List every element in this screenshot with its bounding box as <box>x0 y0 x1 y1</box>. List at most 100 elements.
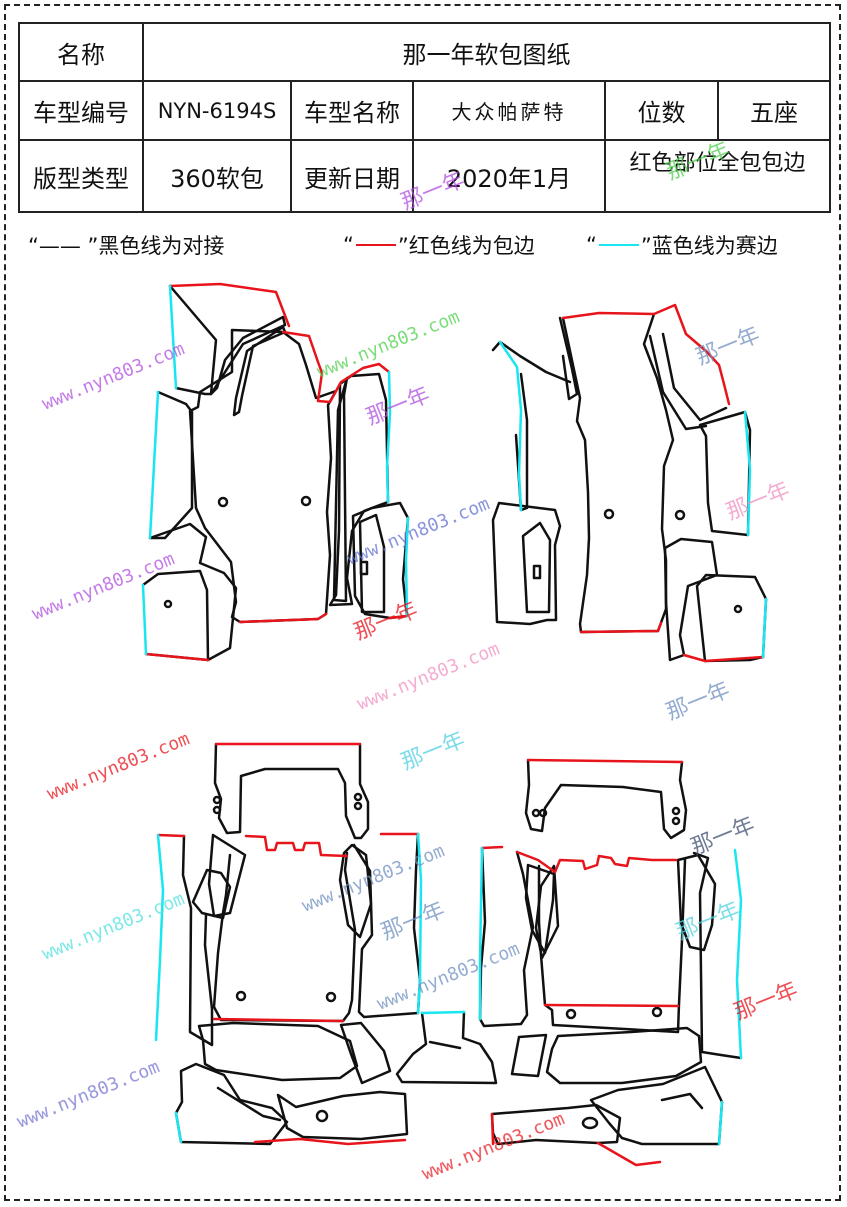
pattern-piece <box>524 758 688 840</box>
cyan-edge <box>148 390 160 540</box>
red-edge <box>490 1112 495 1146</box>
pattern-piece <box>491 340 572 384</box>
cyan-edge <box>141 583 148 656</box>
cyan-edge <box>733 848 743 1060</box>
watermark-site: www.nyn803.com <box>44 728 193 804</box>
red-edge <box>543 1003 680 1008</box>
watermark-site: www.nyn803.com <box>39 338 188 414</box>
drawing-sheet-border <box>4 4 841 1201</box>
pattern-piece <box>537 858 687 1034</box>
hole <box>603 508 615 520</box>
hole <box>651 1006 663 1018</box>
hole <box>565 1008 577 1020</box>
legend-cyan: “”蓝色线为赛边 <box>586 233 778 258</box>
pattern-piece <box>141 569 210 662</box>
pattern-piece <box>558 316 579 401</box>
red-edge <box>596 1141 662 1167</box>
pattern-piece <box>692 851 743 1060</box>
watermark-brand: 那一年 <box>731 978 802 1026</box>
pattern-piece <box>148 522 238 662</box>
date-label: 更新日期 <box>290 139 414 213</box>
watermark-brand: 那一年 <box>398 728 469 776</box>
pattern-piece <box>648 334 708 431</box>
pattern-piece <box>339 1021 392 1085</box>
red-edge <box>526 758 684 764</box>
cyan-line-swatch <box>598 244 639 246</box>
cyan-edge <box>154 833 165 1042</box>
red-edge <box>281 330 391 404</box>
pattern-piece <box>490 1103 622 1146</box>
watermark-site: www.nyn803.com <box>344 493 493 569</box>
legend-black: “—— ”黑色线为对接 <box>28 234 225 258</box>
hole <box>581 1116 599 1130</box>
hole <box>538 808 548 818</box>
pattern-piece <box>478 846 535 1028</box>
red-edge <box>682 653 765 663</box>
hole <box>353 792 363 802</box>
cyan-edge <box>761 597 768 659</box>
watermark-site: www.nyn803.com <box>29 548 178 624</box>
watermark-brand: 那一年 <box>723 478 794 526</box>
hole <box>212 805 222 815</box>
cyan-edge <box>478 846 484 1021</box>
watermark-brand: 那一年 <box>688 813 759 861</box>
cyan-edge <box>168 284 178 390</box>
legend-red: “”红色线为包边 <box>343 233 535 258</box>
date-value: 2020年1月 <box>412 139 606 213</box>
red-edge <box>238 612 328 624</box>
cyan-edge <box>174 1111 183 1144</box>
pattern-piece <box>663 537 719 662</box>
model-code-label: 车型编号 <box>18 80 144 141</box>
pattern-piece <box>545 1026 703 1085</box>
pattern-piece <box>148 390 194 540</box>
pattern-piece <box>661 332 728 422</box>
pattern-piece <box>695 573 768 663</box>
pattern-piece <box>514 372 529 512</box>
slot <box>532 564 542 580</box>
pattern-piece <box>534 864 560 960</box>
pattern-piece <box>174 1062 289 1146</box>
red-edge <box>244 834 349 858</box>
red-edge <box>515 850 678 874</box>
pattern-piece <box>428 1040 462 1050</box>
cyan-edge <box>385 370 392 504</box>
model-name-value: 大众帕萨特 <box>412 80 606 141</box>
drawing-title: 那一年软包图纸 <box>142 22 831 82</box>
hole <box>353 801 363 811</box>
model-name-label: 车型名称 <box>290 80 414 141</box>
pattern-piece <box>395 1010 498 1085</box>
cyan-edge <box>416 832 423 1015</box>
hole <box>671 806 681 816</box>
hole <box>163 599 173 609</box>
red-area-note: 红色部位全包包边 <box>604 139 831 213</box>
pattern-piece <box>232 325 287 417</box>
watermark-site: www.nyn803.com <box>374 938 523 1014</box>
pattern-piece <box>197 1021 359 1082</box>
line-legend: “—— ”黑色线为对接 “”红色线为包边 “”蓝色线为赛边 <box>28 230 828 260</box>
red-edge <box>579 621 663 634</box>
pattern-value: 360软包 <box>142 139 292 213</box>
pattern-piece <box>352 832 422 1019</box>
slot <box>359 560 369 576</box>
watermark-brand: 那一年 <box>663 138 734 186</box>
pattern-piece <box>207 833 247 918</box>
pattern-piece <box>510 1033 548 1078</box>
red-edge <box>212 1017 345 1023</box>
watermark-site: www.nyn803.com <box>354 638 503 714</box>
watermark-site: www.nyn803.com <box>14 1056 163 1132</box>
pattern-piece <box>358 513 386 614</box>
hole <box>733 604 743 614</box>
model-code-value: NYN-6194S <box>142 80 292 141</box>
hole <box>315 1109 329 1123</box>
red-line-swatch <box>355 244 396 246</box>
pattern-piece <box>521 521 552 614</box>
cyan-edge <box>717 1100 724 1146</box>
pattern-piece <box>660 1092 704 1110</box>
hole <box>212 795 222 805</box>
watermark-brand-layer: 那一年 那一年 那一年 那一年 那一年 那一年 那一年 那一年 那一年 那一年 … <box>351 138 802 1026</box>
pattern-piece <box>181 834 214 1047</box>
watermark-brand: 那一年 <box>663 678 734 726</box>
watermark-brand: 那一年 <box>398 168 469 216</box>
pattern-piece <box>676 853 717 952</box>
